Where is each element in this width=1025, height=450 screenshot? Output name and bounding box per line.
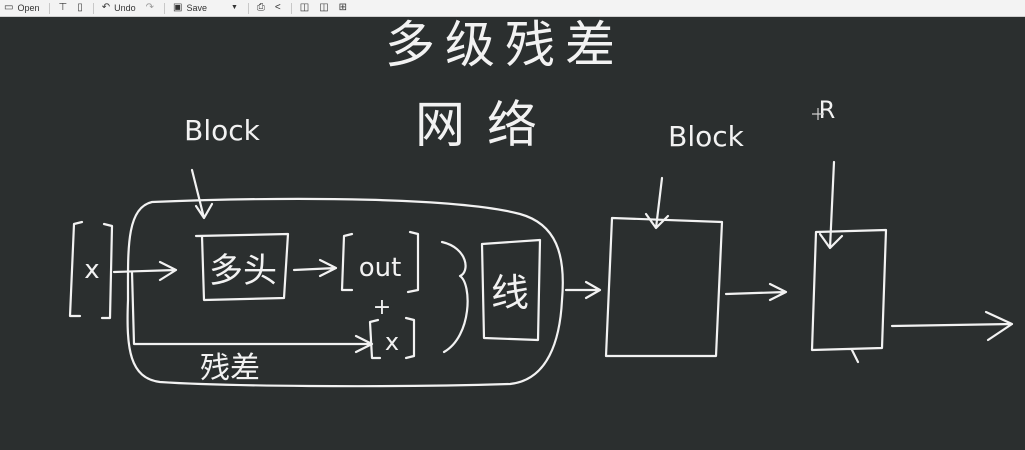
top-right-label: R [819, 96, 836, 124]
whiteboard-canvas[interactable]: 多级残差 网络 Block Block R x 多头 out + x 残差 线 [0, 16, 1025, 445]
folder-icon: ▭ [4, 2, 14, 13]
block2-box [604, 216, 724, 358]
linear-box [480, 238, 542, 342]
output-arrow [890, 310, 1014, 342]
bracket-residual-x-right [404, 316, 416, 360]
printer-icon: ⎙ [256, 2, 265, 13]
save-label: Save [186, 3, 207, 13]
block-label-right: Block [668, 120, 745, 153]
dropdown-icon: ▼ [230, 4, 238, 11]
arrow-label-to-block2 [644, 176, 670, 230]
multihead-box [194, 232, 290, 302]
share-button[interactable]: < [271, 1, 285, 16]
redo-button[interactable]: ↷ [142, 1, 158, 16]
plus-label: + [373, 295, 391, 320]
cursor-crosshair-icon [812, 108, 824, 120]
print-button[interactable]: ⎙ [253, 1, 269, 16]
arrow-label-to-block1 [190, 168, 214, 220]
input-x-label: x [84, 255, 99, 285]
bracket-out-left [340, 232, 354, 292]
share-icon: < [274, 2, 281, 13]
save-dropdown-button[interactable]: ▼ [227, 1, 242, 16]
save-icon: ▣ [173, 2, 183, 13]
arrow-block1-to-block2 [564, 280, 602, 300]
residual-x-label: x [385, 328, 399, 356]
layout-button-1[interactable]: ◫ [296, 1, 313, 16]
bracket-x-right [100, 222, 114, 320]
multihead-label: 多头 [209, 251, 277, 291]
block3-box [810, 228, 888, 364]
toolbar-divider [247, 2, 249, 14]
delete-button[interactable]: ▯ [73, 1, 87, 16]
bracket-out-right [406, 230, 420, 294]
title-line-2: 网络 [415, 96, 559, 154]
toolbar-divider [92, 2, 94, 14]
arrow-label-to-block3 [818, 160, 844, 250]
residual-skip-path [130, 270, 374, 354]
redo-icon: ↷ [145, 2, 155, 13]
layout-button-2[interactable]: ◫ [315, 1, 332, 16]
bracket-x-left [68, 220, 84, 318]
residual-label: 残差 [200, 351, 260, 386]
pin-icon: ⊤ [58, 2, 68, 13]
title-line-1: 多级残差 [385, 17, 625, 74]
open-label: Open [17, 3, 40, 13]
undo-label: Undo [114, 3, 136, 13]
outer-block-outline [126, 197, 564, 388]
arrow-block2-to-block3 [724, 282, 788, 302]
sum-brace [440, 240, 469, 354]
trash-icon: ▯ [77, 2, 83, 13]
layout-icon: ◫ [299, 2, 310, 13]
bracket-residual-x-left [368, 318, 382, 360]
layout-icon: ◫ [319, 2, 329, 13]
undo-button[interactable]: ↶ Undo [98, 1, 140, 16]
open-button[interactable]: ▭ Open [0, 1, 43, 16]
toolbar-divider [164, 2, 166, 14]
toolbar-divider [290, 2, 292, 14]
toolbar-divider [49, 2, 51, 14]
out-label: out [359, 253, 402, 283]
undo-icon: ↶ [101, 2, 111, 13]
layout-icon: ⊞ [338, 2, 348, 13]
save-button[interactable]: ▣ Save [169, 1, 211, 16]
layout-button-3[interactable]: ⊞ [335, 1, 351, 16]
arrow-multihead-to-out [292, 258, 338, 278]
whiteboard-drawing: 多级残差 网络 Block Block R x 多头 out + x 残差 线 [68, 16, 1014, 388]
block-label-left: Block [184, 114, 261, 147]
arrow-input-to-multihead [112, 260, 178, 282]
linear-label: 线 [491, 271, 529, 315]
pin-button[interactable]: ⊤ [54, 1, 71, 16]
toolbar: ▭ Open ⊤ ▯ ↶ Undo ↷ ▣ Save ▼ ⎙ < ◫ ◫ ⊞ [0, 0, 1025, 17]
